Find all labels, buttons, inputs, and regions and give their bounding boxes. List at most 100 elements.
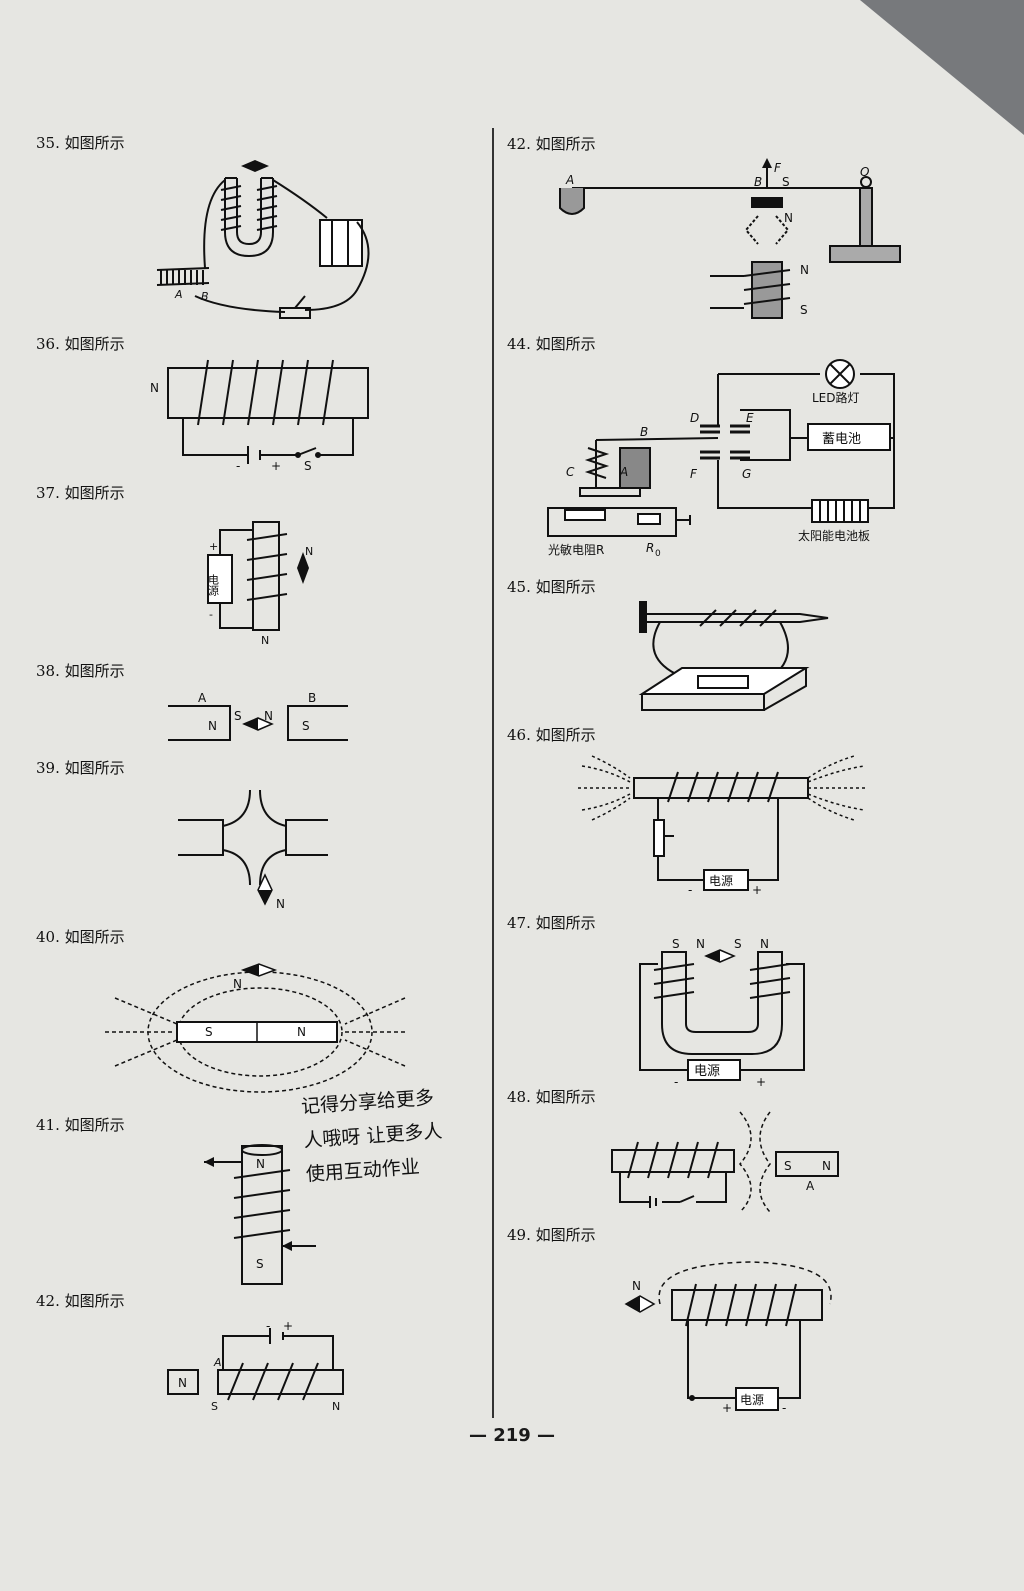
item-39-label: 39. 如图所示 bbox=[36, 759, 125, 777]
label-minus: - bbox=[782, 1401, 786, 1415]
label-plus: + bbox=[752, 883, 762, 897]
item-47-label: 47. 如图所示 bbox=[507, 914, 596, 932]
label-g: G bbox=[742, 467, 751, 481]
page-number: — 219 — bbox=[468, 1425, 556, 1446]
label-n: N bbox=[150, 381, 159, 395]
figure-44: LED路灯 B D E C A 蓄电池 F G 光敏电阻R R 0 太阳能电池板 bbox=[547, 359, 895, 559]
label-plus: + bbox=[209, 540, 218, 553]
label-source: 电源 bbox=[207, 574, 220, 597]
label-minus: - bbox=[674, 1075, 678, 1089]
label-n-mid: N bbox=[784, 211, 793, 225]
label-n: N bbox=[332, 1400, 340, 1413]
label-n: N bbox=[822, 1159, 831, 1173]
item-48-label: 48. 如图所示 bbox=[507, 1088, 596, 1106]
label-minus: - bbox=[266, 1319, 270, 1333]
figure-39: N bbox=[178, 789, 328, 911]
item-42b-label: 42. 如图所示 bbox=[507, 135, 596, 153]
label-b: B bbox=[754, 175, 762, 189]
item-36-label: 36. 如图所示 bbox=[36, 335, 125, 353]
figure-49: N + 电源 - bbox=[624, 1261, 832, 1415]
label-n-coil: N bbox=[800, 263, 809, 277]
label-n-top: N bbox=[233, 977, 242, 991]
figure-35: A B bbox=[156, 160, 370, 319]
label-s: S bbox=[205, 1025, 213, 1039]
figure-40: N S N bbox=[105, 963, 406, 1093]
label-r0-sub: 0 bbox=[655, 549, 661, 559]
figure-41: N S bbox=[204, 1144, 316, 1285]
label-f: F bbox=[690, 467, 698, 481]
label-n: N bbox=[208, 719, 217, 733]
label-s1: S bbox=[672, 937, 680, 951]
item-41-label: 41. 如图所示 bbox=[36, 1116, 125, 1134]
label-n: N bbox=[256, 1157, 265, 1171]
label-s-left: S bbox=[234, 709, 242, 723]
label-n1: N bbox=[696, 937, 705, 951]
label-battery: 蓄电池 bbox=[822, 432, 861, 447]
label-n-right: N bbox=[264, 709, 273, 723]
label-plus: + bbox=[722, 1401, 732, 1415]
item-46-label: 46. 如图所示 bbox=[507, 726, 596, 744]
label-a: A bbox=[619, 465, 628, 479]
label-s: S bbox=[302, 719, 310, 733]
label-minus: - bbox=[236, 459, 240, 473]
figure-45 bbox=[638, 601, 829, 711]
label-s: S bbox=[211, 1400, 218, 1413]
svg-text:A: A bbox=[174, 288, 183, 301]
label-s: S bbox=[256, 1257, 264, 1271]
figure-36: N - + S bbox=[150, 359, 369, 473]
item-49-label: 49. 如图所示 bbox=[507, 1226, 596, 1244]
label-a: A bbox=[198, 691, 207, 705]
figure-42a: - + A N S N bbox=[167, 1319, 344, 1413]
label-n: N bbox=[297, 1025, 306, 1039]
label-d: D bbox=[690, 411, 699, 425]
figure-42b: A F B S O N N S bbox=[559, 158, 901, 319]
figure-37: + - 电源 N N bbox=[207, 521, 313, 647]
label-minus: - bbox=[688, 883, 692, 897]
item-45-label: 45. 如图所示 bbox=[507, 578, 596, 596]
column-divider bbox=[492, 128, 494, 1418]
label-source: 电源 bbox=[694, 1064, 720, 1079]
label-o: O bbox=[860, 165, 869, 179]
label-s: S bbox=[304, 459, 312, 473]
label-plus: + bbox=[756, 1075, 766, 1089]
label-led: LED路灯 bbox=[812, 390, 860, 405]
label-e: E bbox=[746, 411, 754, 425]
label-n: N bbox=[632, 1279, 641, 1293]
label-plus: + bbox=[271, 459, 281, 473]
svg-text:B: B bbox=[201, 290, 209, 303]
handwritten-note: 记得分享给更多 人哦呀 让更多人 使用互动作业 bbox=[300, 1076, 507, 1192]
label-n: N bbox=[276, 897, 285, 911]
label-source: 电源 bbox=[740, 1393, 764, 1407]
figure-46: 电源 - + bbox=[578, 755, 868, 897]
label-s-coil: S bbox=[800, 303, 808, 317]
label-s: S bbox=[784, 1159, 792, 1173]
label-n-bottom: N bbox=[261, 634, 269, 647]
item-42a-label: 42. 如图所示 bbox=[36, 1292, 125, 1310]
label-solar: 太阳能电池板 bbox=[798, 528, 870, 543]
figure-47: S N S N 电源 - + bbox=[639, 937, 805, 1089]
label-n-side: N bbox=[305, 545, 313, 558]
figure-38: A B N S N S bbox=[168, 691, 348, 741]
label-plus: + bbox=[283, 1319, 293, 1333]
item-44-label: 44. 如图所示 bbox=[507, 335, 596, 353]
label-f: F bbox=[774, 161, 782, 175]
item-38-label: 38. 如图所示 bbox=[36, 662, 125, 680]
item-40-label: 40. 如图所示 bbox=[36, 928, 125, 946]
figure-48: S N A bbox=[611, 1111, 839, 1213]
label-source: 电源 bbox=[709, 874, 733, 888]
label-a: A bbox=[213, 1356, 222, 1369]
label-n-magnet: N bbox=[178, 1376, 187, 1390]
label-minus: - bbox=[209, 608, 213, 621]
label-photo: 光敏电阻R bbox=[548, 542, 604, 557]
label-n2: N bbox=[760, 937, 769, 951]
label-b: B bbox=[308, 691, 316, 705]
label-r0: R bbox=[646, 541, 654, 555]
label-a: A bbox=[806, 1179, 815, 1193]
label-c: C bbox=[566, 465, 575, 479]
label-s2: S bbox=[734, 937, 742, 951]
label-b: B bbox=[640, 425, 648, 439]
label-s-top: S bbox=[782, 175, 790, 189]
item-37-label: 37. 如图所示 bbox=[36, 484, 125, 502]
item-35-label: 35. 如图所示 bbox=[36, 134, 125, 152]
